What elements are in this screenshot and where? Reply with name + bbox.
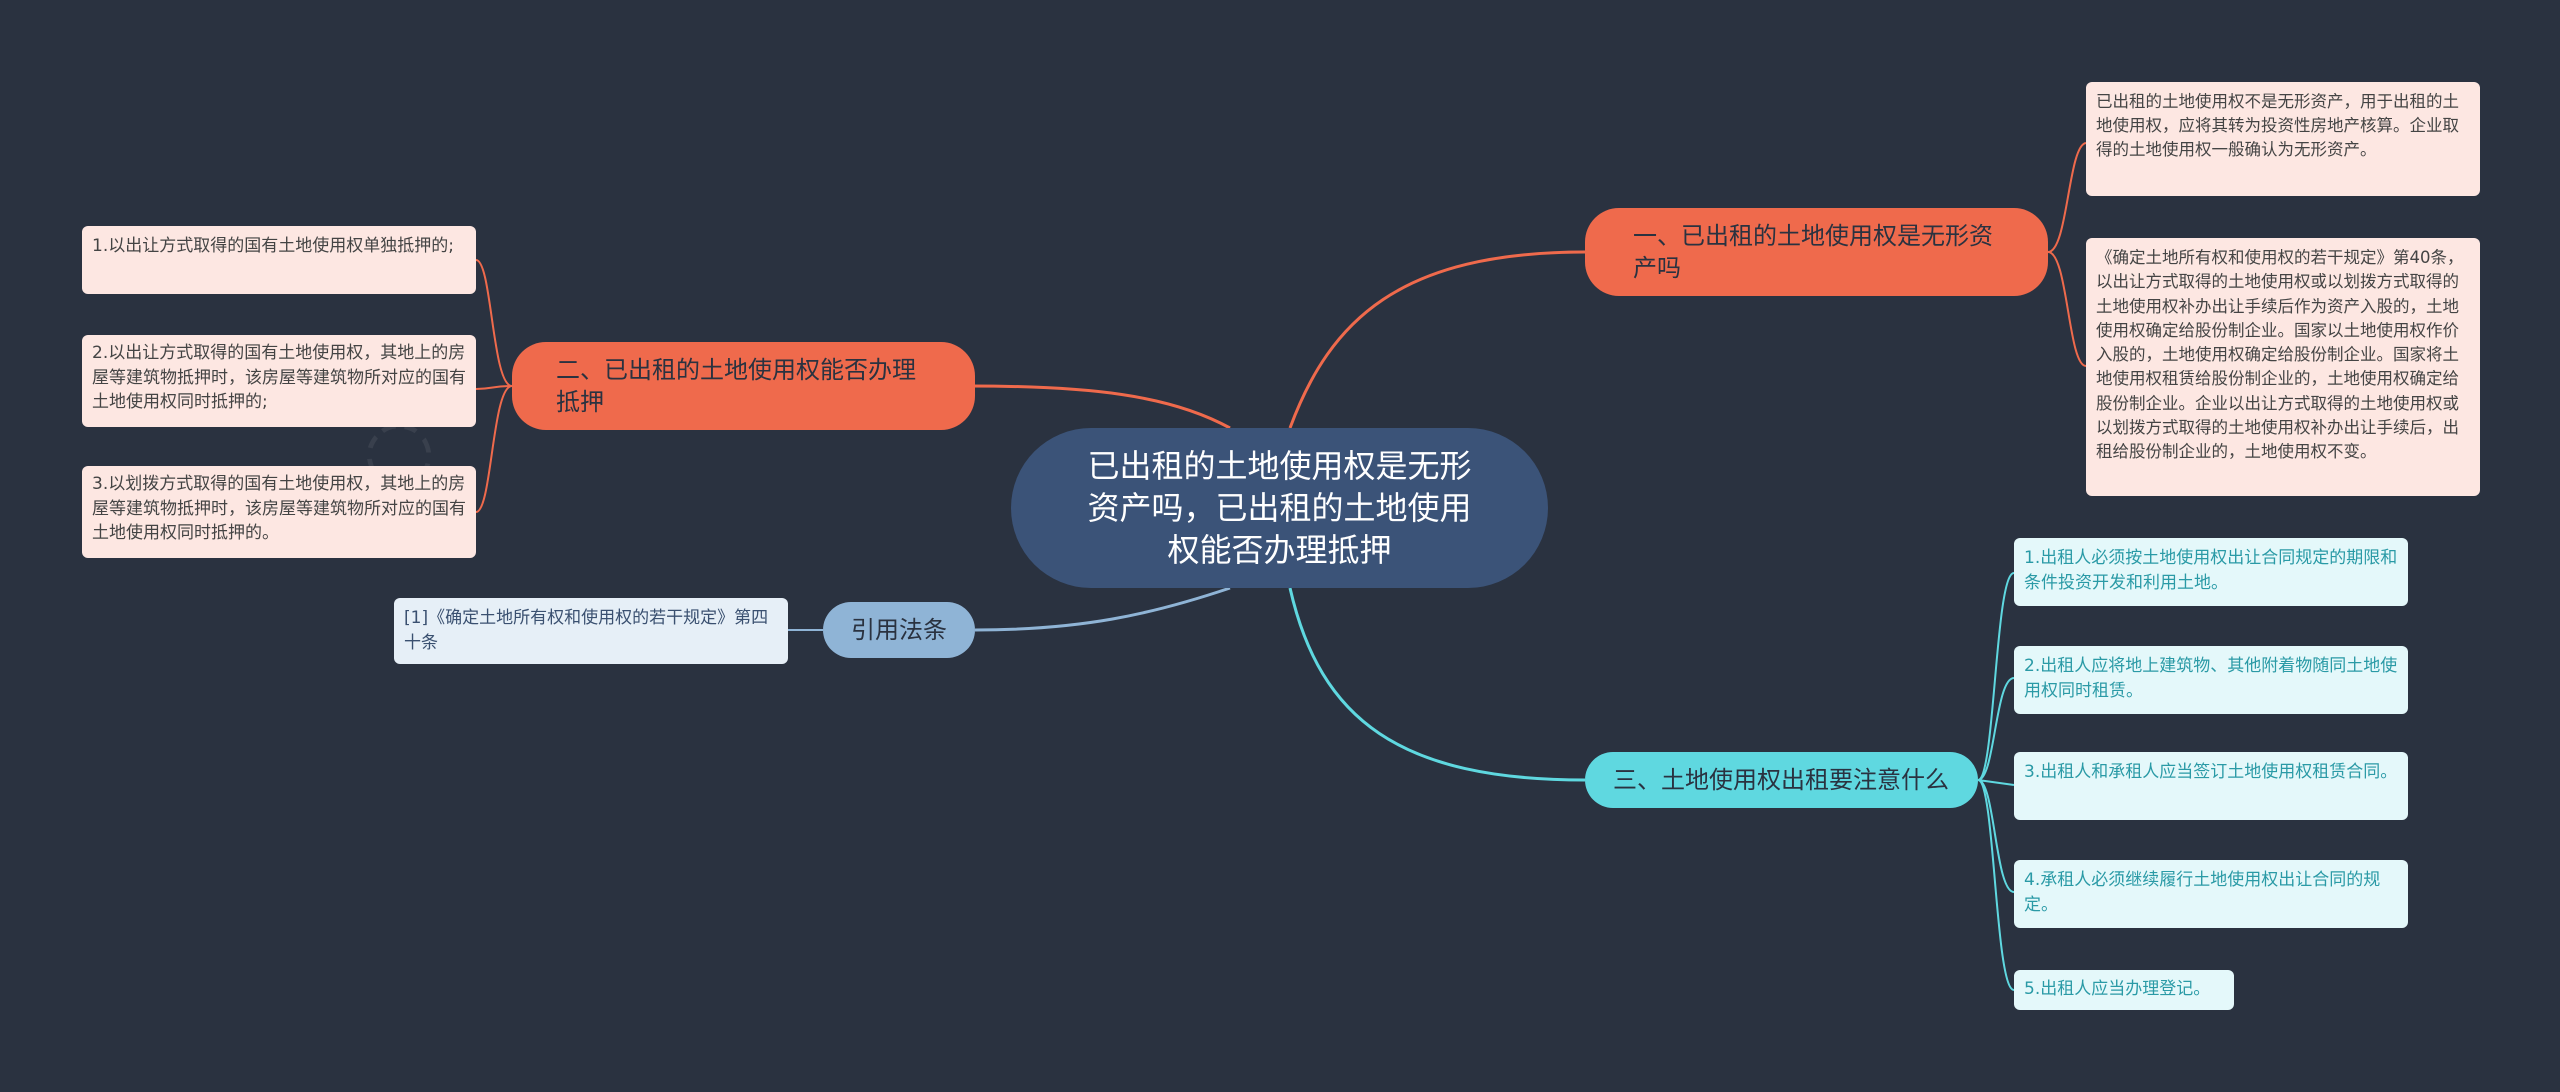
link-b1-leaves bbox=[2047, 142, 2087, 367]
root-title: 已出租的土地使用权是无形资产吗，已出租的土地使用权能否办理抵押 bbox=[1087, 447, 1472, 569]
root-node[interactable]: 已出租的土地使用权是无形资产吗，已出租的土地使用权能否办理抵押 bbox=[1011, 428, 1548, 588]
link-b3-leaves bbox=[1977, 572, 2015, 991]
leaf-4-1[interactable]: [1]《确定土地所有权和使用权的若干规定》第四十条 bbox=[394, 598, 788, 664]
link-root-b2 bbox=[969, 384, 1231, 430]
leaf-text: 《确定土地所有权和使用权的若干规定》第40条，以出让方式取得的土地使用权或以划拨… bbox=[2096, 248, 2464, 462]
leaf-text: 3.以划拨方式取得的国有土地使用权，其地上的房屋等建筑物抵押时，该房屋等建筑物所… bbox=[92, 474, 466, 543]
leaf-text: [1]《确定土地所有权和使用权的若干规定》第四十条 bbox=[404, 608, 769, 653]
leaf-text: 3.出租人和承租人应当签订土地使用权租赁合同。 bbox=[2024, 762, 2398, 782]
branch-node-1[interactable]: 一、已出租的土地使用权是无形资产吗 bbox=[1585, 208, 2048, 296]
leaf-3-5[interactable]: 5.出租人应当办理登记。 bbox=[2014, 970, 2234, 1010]
leaf-2-3[interactable]: 3.以划拨方式取得的国有土地使用权，其地上的房屋等建筑物抵押时，该房屋等建筑物所… bbox=[82, 466, 476, 558]
branch-node-2[interactable]: 二、已出租的土地使用权能否办理抵押 bbox=[512, 342, 975, 430]
branch-node-4[interactable]: 引用法条 bbox=[823, 602, 975, 658]
branch-label-2: 二、已出租的土地使用权能否办理抵押 bbox=[556, 356, 916, 416]
leaf-text: 2.以出让方式取得的国有土地使用权，其地上的房屋等建筑物抵押时，该房屋等建筑物所… bbox=[92, 343, 466, 412]
leaf-text: 5.出租人应当办理登记。 bbox=[2024, 979, 2211, 999]
leaf-2-1[interactable]: 1.以出让方式取得的国有土地使用权单独抵押的; bbox=[82, 226, 476, 294]
link-root-b3 bbox=[1288, 587, 1586, 782]
branch-node-3[interactable]: 三、土地使用权出租要注意什么 bbox=[1585, 752, 1978, 808]
link-root-b1 bbox=[1288, 250, 1586, 429]
leaf-text: 1.出租人必须按土地使用权出让合同规定的期限和条件投资开发和利用土地。 bbox=[2024, 548, 2398, 593]
link-root-b4 bbox=[974, 586, 1231, 632]
leaf-2-2[interactable]: 2.以出让方式取得的国有土地使用权，其地上的房屋等建筑物抵押时，该房屋等建筑物所… bbox=[82, 335, 476, 427]
leaf-3-2[interactable]: 2.出租人应将地上建筑物、其他附着物随同土地使用权同时租赁。 bbox=[2014, 646, 2408, 714]
leaf-3-4[interactable]: 4.承租人必须继续履行土地使用权出让合同的规定。 bbox=[2014, 860, 2408, 928]
leaf-1-2[interactable]: 《确定土地所有权和使用权的若干规定》第40条，以出让方式取得的土地使用权或以划拨… bbox=[2086, 238, 2480, 496]
leaf-1-1[interactable]: 已出租的土地使用权不是无形资产，用于出租的土地使用权，应将其转为投资性房地产核算… bbox=[2086, 82, 2480, 196]
branch-label-3: 三、土地使用权出租要注意什么 bbox=[1613, 766, 1949, 794]
leaf-text: 已出租的土地使用权不是无形资产，用于出租的土地使用权，应将其转为投资性房地产核算… bbox=[2096, 92, 2459, 159]
branch-label-1: 一、已出租的土地使用权是无形资产吗 bbox=[1633, 222, 1993, 282]
leaf-text: 4.承租人必须继续履行土地使用权出让合同的规定。 bbox=[2024, 870, 2381, 915]
branch-label-4: 引用法条 bbox=[851, 616, 947, 644]
leaf-3-3[interactable]: 3.出租人和承租人应当签订土地使用权租赁合同。 bbox=[2014, 752, 2408, 820]
leaf-text: 1.以出让方式取得的国有土地使用权单独抵押的; bbox=[92, 236, 454, 256]
leaf-text: 2.出租人应将地上建筑物、其他附着物随同土地使用权同时租赁。 bbox=[2024, 656, 2398, 701]
link-b2-leaves bbox=[475, 259, 513, 513]
leaf-3-1[interactable]: 1.出租人必须按土地使用权出让合同规定的期限和条件投资开发和利用土地。 bbox=[2014, 538, 2408, 606]
